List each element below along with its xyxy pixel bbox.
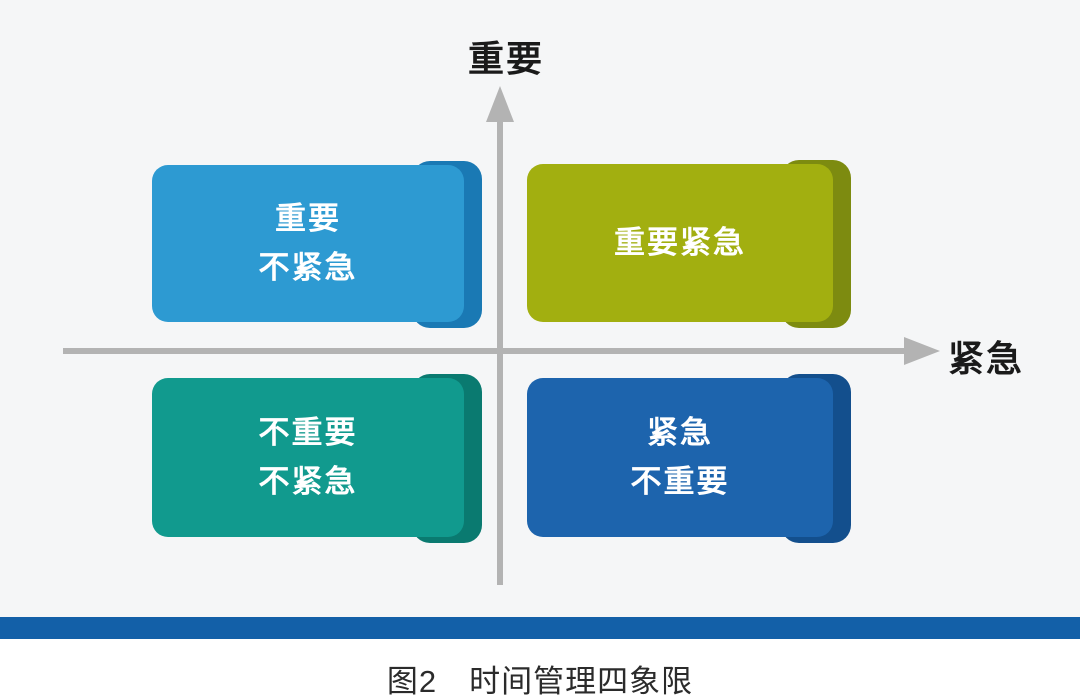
- quadrant-not-important-not-urgent: 不重要 不紧急: [152, 374, 482, 543]
- quadrant-card: 重要 不紧急: [152, 165, 464, 322]
- quadrant-label-line: 不重要: [630, 463, 730, 499]
- quadrant-label-line: 紧急: [647, 415, 713, 451]
- quadrant-label-line: 重要紧急: [614, 224, 746, 260]
- quadrant-label-line: 不紧急: [258, 463, 358, 499]
- bottom-divider-bar: [0, 617, 1080, 639]
- y-axis-label: 重要: [468, 38, 545, 79]
- quadrant-urgent-not-important: 紧急 不重要: [527, 374, 851, 543]
- x-axis-label: 紧急: [948, 338, 1025, 379]
- arrow-up-icon: [486, 86, 514, 122]
- quadrant-card: 重要紧急: [527, 164, 833, 322]
- figure-caption: 图2 时间管理四象限: [386, 664, 694, 699]
- x-axis-line: [63, 348, 908, 354]
- quadrant-card: 不重要 不紧急: [152, 378, 464, 537]
- quadrant-label-line: 不紧急: [258, 249, 358, 285]
- arrow-right-icon: [904, 337, 940, 365]
- quadrant-card: 紧急 不重要: [527, 378, 833, 537]
- diagram-canvas: 重要 紧急 重要 不紧急 重要紧急 不重要 不紧急: [63, 38, 1025, 585]
- quadrant-important-urgent: 重要紧急: [527, 160, 851, 328]
- quadrant-label-line: 重要: [275, 201, 341, 237]
- quadrant-label-line: 不重要: [258, 415, 358, 451]
- quadrant-important-not-urgent: 重要 不紧急: [152, 161, 482, 328]
